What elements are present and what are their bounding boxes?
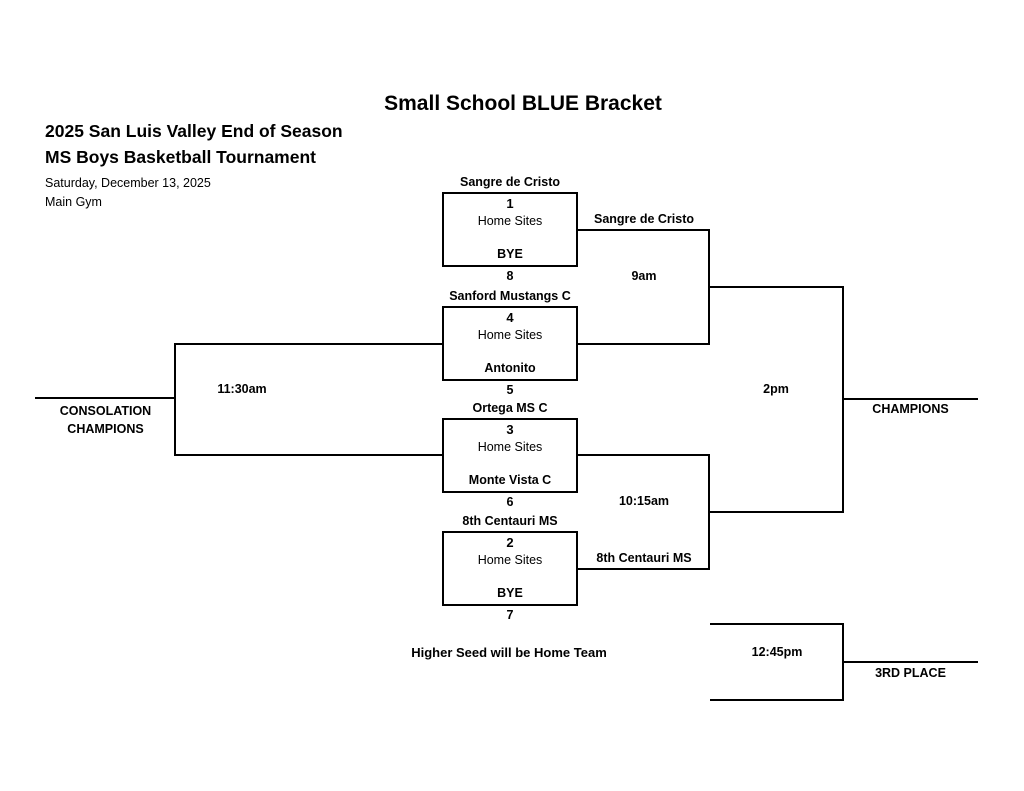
game4-winner-line	[578, 568, 710, 570]
third-place-top-line	[710, 623, 844, 625]
game-box-8: 1 Home Sites BYE	[442, 192, 578, 267]
game2-winner-line	[578, 343, 710, 345]
semifinal2-advancer-label: 8th Centauri MS	[596, 551, 692, 565]
game-site: Home Sites	[477, 214, 543, 228]
event-venue: Main Gym	[45, 195, 102, 209]
game2-left-line	[174, 343, 442, 345]
consolation-label-line1: CONSOLATION	[59, 404, 152, 418]
consolation-winner-line	[35, 397, 176, 399]
bottom-team: Antonito	[484, 361, 536, 375]
bracket-title: Small School BLUE Bracket	[384, 92, 662, 115]
game-site: Home Sites	[477, 553, 543, 567]
consolation-champions-label: CONSOLATION CHAMPIONS	[35, 402, 176, 438]
top-team-label: Sangre de Cristo	[459, 175, 561, 189]
game3-winner-line	[578, 454, 710, 456]
semifinal2-time: 10:15am	[618, 494, 670, 508]
bottom-team: BYE	[497, 586, 523, 600]
semifinal2-winner-line	[708, 511, 844, 513]
event-date: Saturday, December 13, 2025	[45, 176, 211, 190]
top-team-label: 8th Centauri MS	[462, 514, 558, 528]
game-box-5: 4 Home Sites Antonito	[442, 306, 578, 381]
seed-number: 2	[506, 535, 514, 550]
consolation-label-line2: CHAMPIONS	[67, 422, 144, 436]
event-name-line2: MS Boys Basketball Tournament	[45, 147, 316, 167]
seed-number: 1	[506, 196, 514, 211]
top-team-label: Ortega MS C	[472, 401, 548, 415]
consolation-time: 11:30am	[217, 382, 267, 396]
third-place-time: 12:45pm	[751, 645, 803, 659]
game-site: Home Sites	[477, 328, 543, 342]
seed-number: 3	[506, 422, 514, 437]
third-place-label: 3RD PLACE	[875, 666, 946, 680]
game-number: 6	[506, 495, 514, 509]
champions-label: CHAMPIONS	[872, 402, 949, 416]
bottom-team: Monte Vista C	[468, 473, 552, 487]
bottom-team: BYE	[497, 247, 523, 261]
consolation-vertical	[174, 343, 176, 456]
game-number: 7	[506, 608, 514, 622]
top-team-label: Sanford Mustangs C	[449, 289, 571, 303]
game-box-7: 2 Home Sites BYE	[442, 531, 578, 606]
seed-number: 4	[506, 310, 514, 325]
game-box-6: 3 Home Sites Monte Vista C	[442, 418, 578, 493]
semifinal1-time: 9am	[631, 269, 657, 283]
champion-line	[842, 398, 978, 400]
semifinal1-winner-line	[708, 286, 844, 288]
game3-left-line	[174, 454, 442, 456]
semifinal1-advancer-label: Sangre de Cristo	[593, 212, 695, 226]
home-team-note: Higher Seed will be Home Team	[411, 645, 607, 660]
game-number: 8	[506, 269, 514, 283]
third-place-bottom-line	[710, 699, 844, 701]
game1-winner-line	[578, 229, 710, 231]
event-name-line1: 2025 San Luis Valley End of Season	[45, 121, 343, 141]
final-time: 2pm	[763, 382, 789, 396]
game-site: Home Sites	[477, 440, 543, 454]
game-number: 5	[506, 383, 514, 397]
third-place-winner-line	[842, 661, 978, 663]
